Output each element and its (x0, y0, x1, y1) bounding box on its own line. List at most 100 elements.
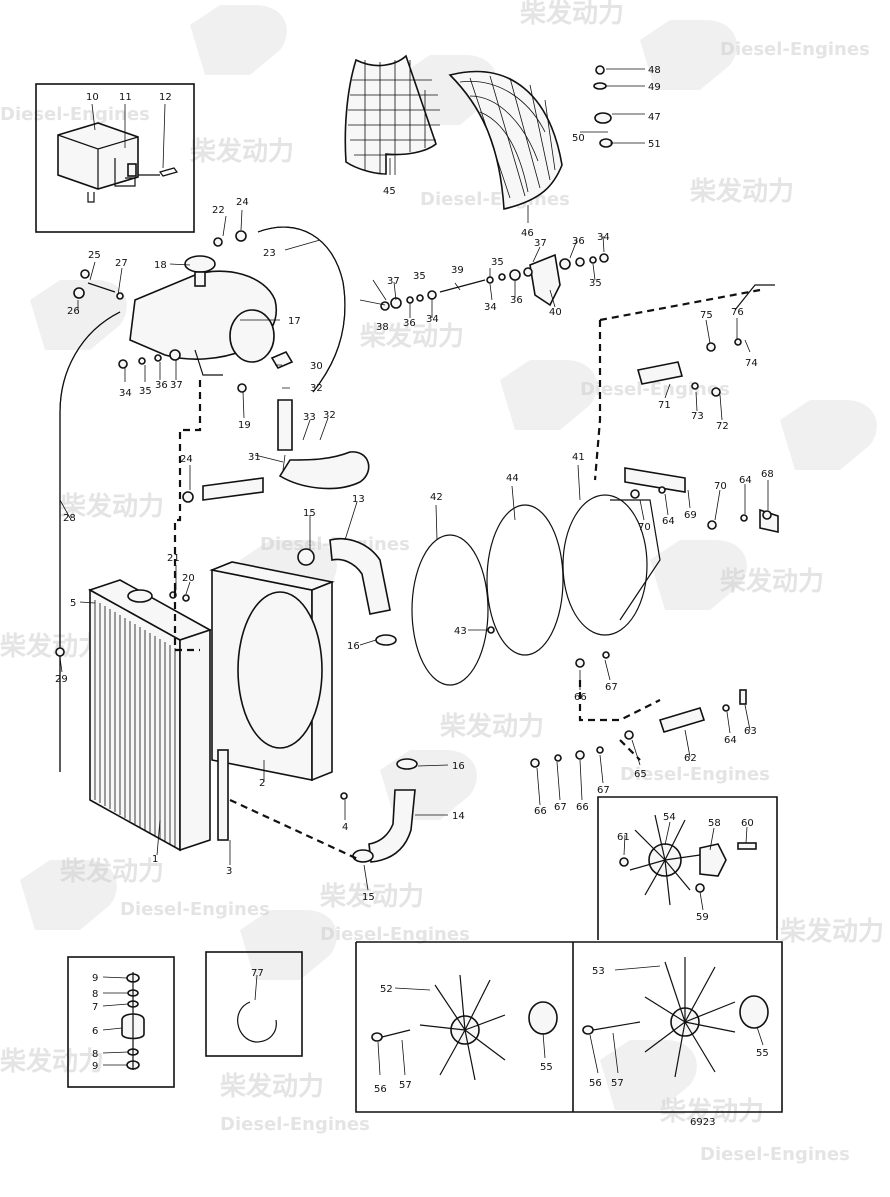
part-number: 54 (663, 812, 676, 823)
part-number: 19 (238, 420, 251, 431)
part-number: 35 (589, 278, 602, 289)
part-number: 47 (648, 112, 661, 123)
part-number: 8 (92, 989, 98, 1000)
watermark-text: Diesel-Engines (420, 189, 570, 210)
part-number: 21 (167, 553, 180, 564)
part-number: 49 (648, 82, 661, 93)
part-number: 51 (648, 139, 661, 150)
part-number: 18 (154, 260, 167, 271)
fan-guard-meshes (344, 54, 563, 210)
assembly-dash-lines (173, 288, 761, 861)
watermark-text: 柴发动力 (0, 631, 104, 662)
part-number: 37 (534, 238, 547, 249)
part-number: 66 (576, 802, 589, 813)
part-number: 52 (380, 984, 393, 995)
watermark-text: 柴发动力 (59, 856, 164, 887)
part-number: 32 (323, 410, 336, 421)
part-number: 42 (430, 492, 443, 503)
part-number: 17 (288, 316, 301, 327)
part-number: 65 (634, 769, 647, 780)
watermark-text: 柴发动力 (219, 1071, 324, 1102)
part-number: 66 (574, 692, 587, 703)
part-number: 45 (383, 186, 396, 197)
part-number: 56 (374, 1084, 387, 1095)
part-number: 36 (155, 380, 168, 391)
part-number: 37 (387, 276, 400, 287)
part-number: 26 (67, 306, 80, 317)
part-number: 14 (452, 811, 465, 822)
part-number: 64 (739, 475, 752, 486)
part-number: 4 (342, 822, 348, 833)
part-number: 1 (152, 854, 158, 865)
part-number: 40 (549, 307, 562, 318)
part-number: 37 (170, 380, 183, 391)
part-number: 15 (303, 508, 316, 519)
part-number: 24 (236, 197, 249, 208)
watermark-text: 柴发动力 (319, 881, 424, 912)
part-number: 55 (756, 1048, 769, 1059)
fan-rings (411, 494, 661, 686)
part-number: 6 (92, 1026, 98, 1037)
expansion-tank (129, 255, 294, 376)
fan-shroud (209, 561, 335, 841)
part-number: 60 (741, 818, 754, 829)
part-number: 39 (451, 265, 464, 276)
part-number: 53 (592, 966, 605, 977)
part-number: 43 (454, 626, 467, 637)
watermark-text: 柴发动力 (779, 916, 884, 947)
inset-circlip (205, 951, 303, 1057)
rod-assembly (380, 253, 609, 311)
part-number: 46 (521, 228, 534, 239)
inset-frame (597, 796, 778, 940)
part-number: 3 (226, 866, 232, 877)
inset-frame (205, 951, 303, 1057)
part-number: 69 (684, 510, 697, 521)
pipes (624, 284, 779, 733)
part-number: 70 (638, 522, 651, 533)
part-number: 64 (724, 735, 737, 746)
watermark-text: 柴发动力 (519, 0, 624, 29)
part-number: 34 (119, 388, 132, 399)
part-number: 8 (92, 1049, 98, 1060)
watermark-text: Diesel-Engines (720, 39, 870, 60)
small-hardware (55, 65, 772, 863)
part-number: 25 (88, 250, 101, 261)
watermark-text: 柴发动力 (439, 711, 544, 742)
part-number: 12 (159, 92, 172, 103)
part-number: 2 (259, 778, 265, 789)
part-number: 29 (55, 674, 68, 685)
part-number: 63 (744, 726, 757, 737)
part-number: 57 (611, 1078, 624, 1089)
fan-52 (371, 974, 558, 1081)
part-number: 34 (484, 302, 497, 313)
part-number: 76 (731, 307, 744, 318)
part-number: 15 (362, 892, 375, 903)
inset-frame (35, 83, 195, 233)
part-number: 58 (708, 818, 721, 829)
watermark-text: 柴发动力 (59, 491, 164, 522)
part-number: 13 (352, 494, 365, 505)
inset-frame (67, 956, 175, 1088)
part-number: 23 (263, 248, 276, 259)
part-number: 16 (452, 761, 465, 772)
watermark-text: Diesel-Engines (120, 899, 270, 920)
part-number: 35 (413, 271, 426, 282)
part-number: 7 (92, 1002, 98, 1013)
watermark-text: 柴发动力 (719, 566, 824, 597)
part-number: 38 (376, 322, 389, 333)
hoses (59, 226, 416, 863)
watermark-text: Diesel-Engines (320, 924, 470, 945)
part-number: 67 (554, 802, 567, 813)
part-number: 10 (86, 92, 99, 103)
watermark-text: 柴发动力 (689, 176, 794, 207)
part-number: 28 (63, 513, 76, 524)
part-number: 70 (714, 481, 727, 492)
part-number: 35 (491, 257, 504, 268)
watermark-text: 柴发动力 (189, 136, 294, 167)
inset-mount (67, 956, 175, 1088)
part-number: 36 (572, 236, 585, 247)
part-number: 27 (115, 258, 128, 269)
part-number: 56 (589, 1078, 602, 1089)
part-number: 62 (684, 753, 697, 764)
part-number: 55 (540, 1062, 553, 1073)
